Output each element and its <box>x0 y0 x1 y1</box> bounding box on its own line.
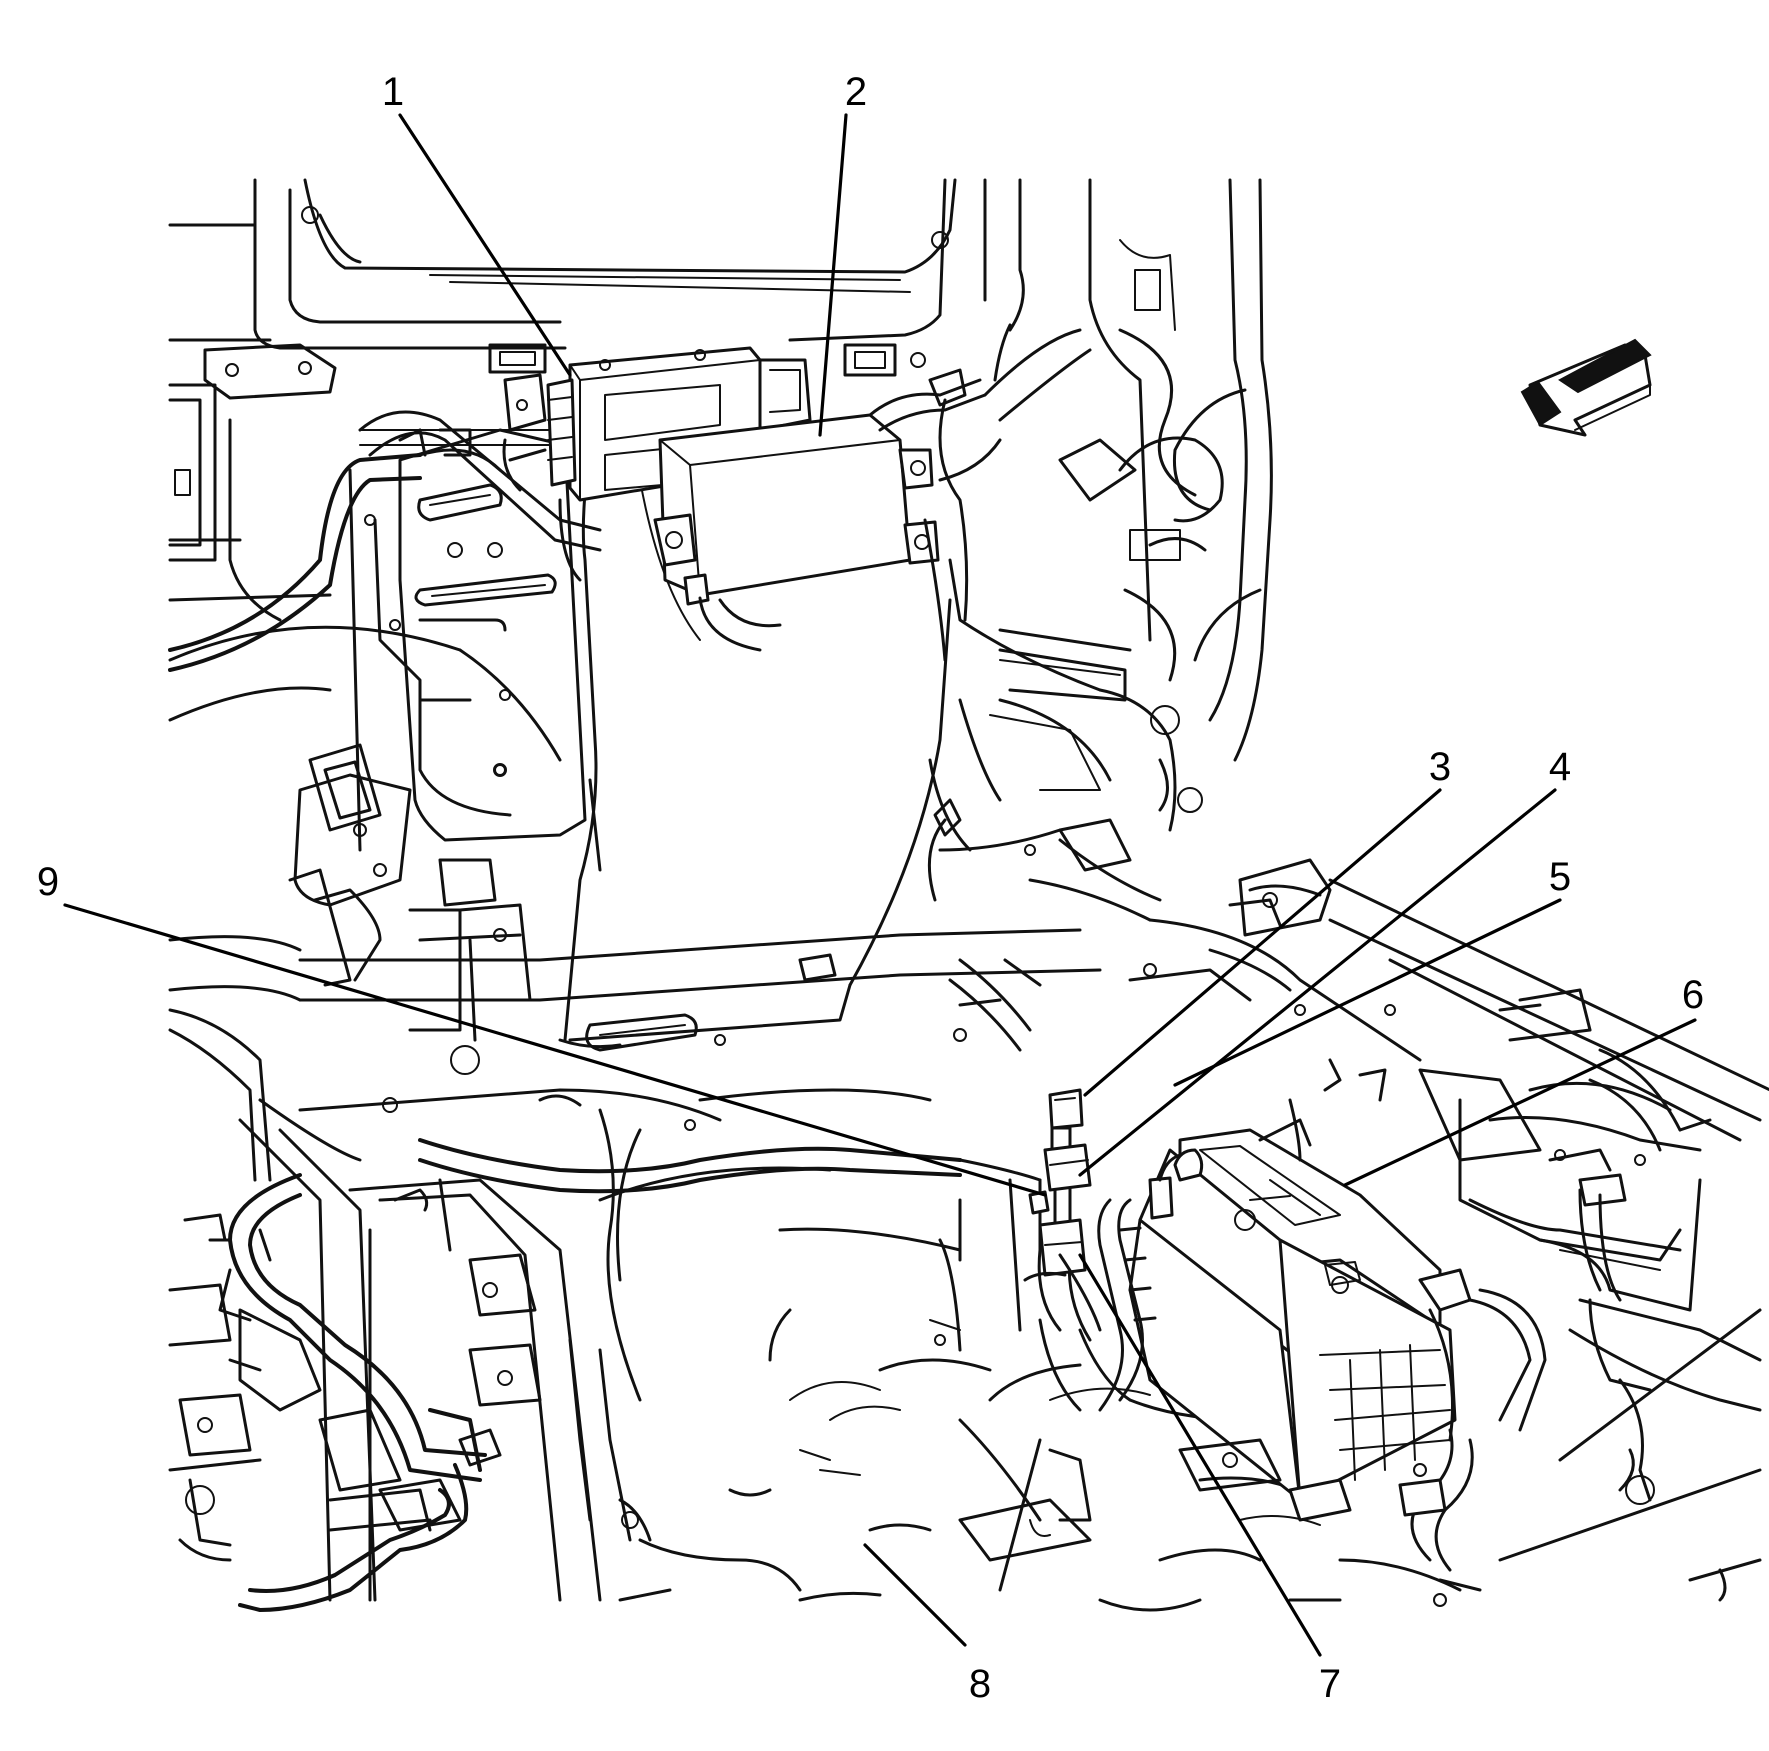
battery <box>1097 1058 1547 1572</box>
forward-direction-arrow-icon <box>1520 338 1652 437</box>
leader-5 <box>1173 898 1562 1087</box>
callout-8: 8 <box>969 1662 991 1706</box>
right-quarter-panel <box>1238 858 1769 1602</box>
leader-9 <box>63 903 1047 1197</box>
leader-2 <box>818 113 848 437</box>
left-frame-rail <box>168 1097 652 1612</box>
connector-assembly <box>1023 1088 1102 1332</box>
callout-2: 2 <box>845 70 867 114</box>
module-2-front-box <box>653 413 940 652</box>
callout-labels: 1 2 3 4 5 6 7 8 9 <box>37 70 1704 1706</box>
callout-1: 1 <box>382 70 404 114</box>
leader-6 <box>1343 1018 1697 1187</box>
callout-3: 3 <box>1429 745 1451 789</box>
floor-crossmember <box>168 773 1102 1182</box>
callout-6: 6 <box>1682 973 1704 1017</box>
rear-body-panel <box>168 178 1273 762</box>
left-trim-panel <box>168 418 562 852</box>
callout-9: 9 <box>37 860 59 904</box>
trunk-floor <box>598 884 1482 1612</box>
leader-3 <box>1083 788 1442 1097</box>
callout-5: 5 <box>1549 855 1571 899</box>
upper-wiring-harness <box>168 328 1092 672</box>
callout-7: 7 <box>1319 1662 1341 1706</box>
leader-4 <box>1078 788 1557 1177</box>
callout-4: 4 <box>1549 745 1571 789</box>
battery-harness <box>418 1138 1252 1422</box>
right-floor-structure <box>927 558 1203 1052</box>
leader-1 <box>398 113 572 377</box>
leader-8 <box>863 1543 967 1647</box>
callout-leaders <box>63 113 1697 1657</box>
center-duct <box>364 428 952 1049</box>
leader-7 <box>1078 1253 1322 1657</box>
